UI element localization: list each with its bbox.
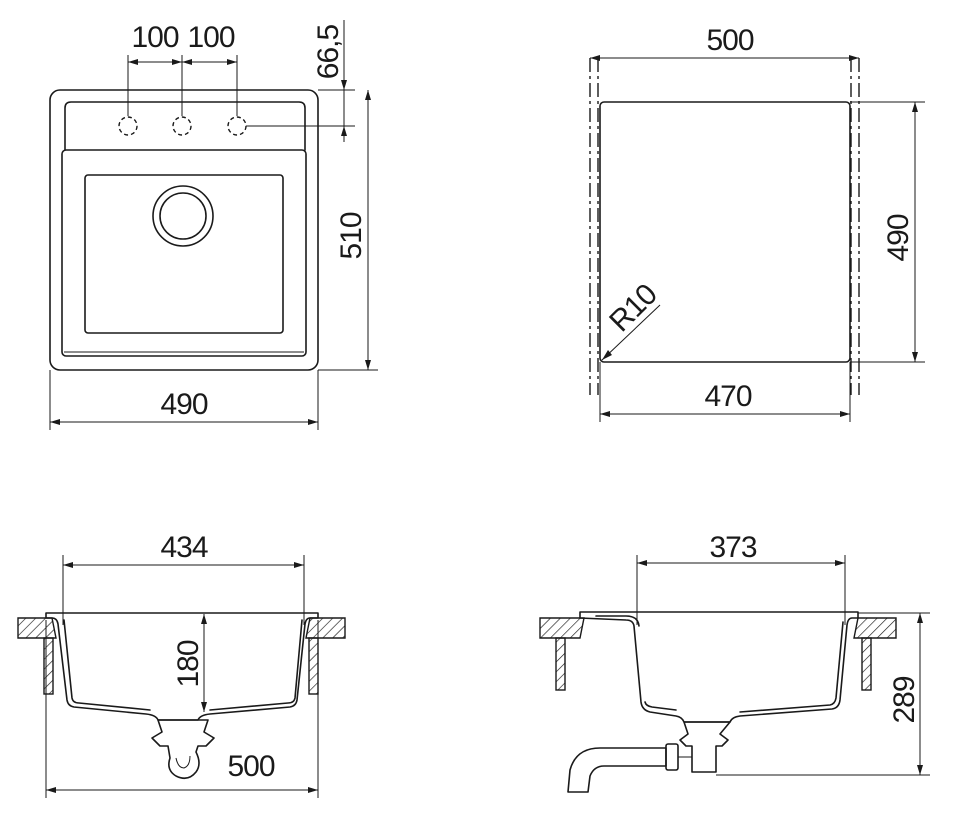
dim-hole-offset: 66,5 xyxy=(312,24,345,79)
dim-hole-spacing-2: 100 xyxy=(187,21,234,54)
dim-front-outer-width: 500 xyxy=(227,750,274,783)
pipe-coupling xyxy=(665,743,679,771)
worktop-right xyxy=(305,617,346,639)
drain-inner xyxy=(159,192,207,240)
dim-height: 510 xyxy=(335,212,368,259)
dim-total-height: 289 xyxy=(888,676,921,723)
cutout-view: 500 490 R10 470 xyxy=(589,24,925,422)
drain-body xyxy=(151,719,215,780)
waste-pipe xyxy=(567,747,667,793)
dim-bowl-depth: 180 xyxy=(172,640,205,687)
tap-hole-center xyxy=(172,116,192,136)
drain-body xyxy=(679,721,731,773)
drain-outer xyxy=(152,185,214,247)
bowl-inner-profile xyxy=(595,615,844,713)
cutout-outline xyxy=(599,101,851,363)
cabinet-wall-right xyxy=(861,637,872,691)
bowl-basin xyxy=(84,174,284,334)
sink-outline xyxy=(49,89,319,371)
front-section-view: 434 180 500 xyxy=(17,531,346,798)
bowl-rim xyxy=(61,149,307,357)
worktop-left xyxy=(539,617,585,639)
cabinet-wall-left xyxy=(43,637,54,695)
dim-cutout-height: 490 xyxy=(882,214,915,261)
tap-hole-right xyxy=(227,116,247,136)
bowl-inner-profile xyxy=(63,619,303,711)
cabinet-wall-right xyxy=(308,637,319,695)
dim-hole-spacing-1: 100 xyxy=(131,21,178,54)
dim-cutout-outer-width: 500 xyxy=(706,24,753,57)
side-section-view: 373 289 xyxy=(539,531,930,793)
tap-hole-left xyxy=(118,116,138,136)
worktop-left xyxy=(17,617,57,639)
dim-corner-radius: R10 xyxy=(603,278,663,338)
cabinet-wall-left xyxy=(555,637,566,691)
dim-side-inner-width: 373 xyxy=(709,531,756,564)
dim-width: 490 xyxy=(160,388,207,421)
worktop-right xyxy=(853,617,897,639)
dim-cutout-inner-width: 470 xyxy=(704,380,751,413)
tap-ledge xyxy=(64,101,306,151)
dim-front-inner-width: 434 xyxy=(160,531,207,564)
top-view: 100 100 66,5 510 490 xyxy=(49,20,378,430)
